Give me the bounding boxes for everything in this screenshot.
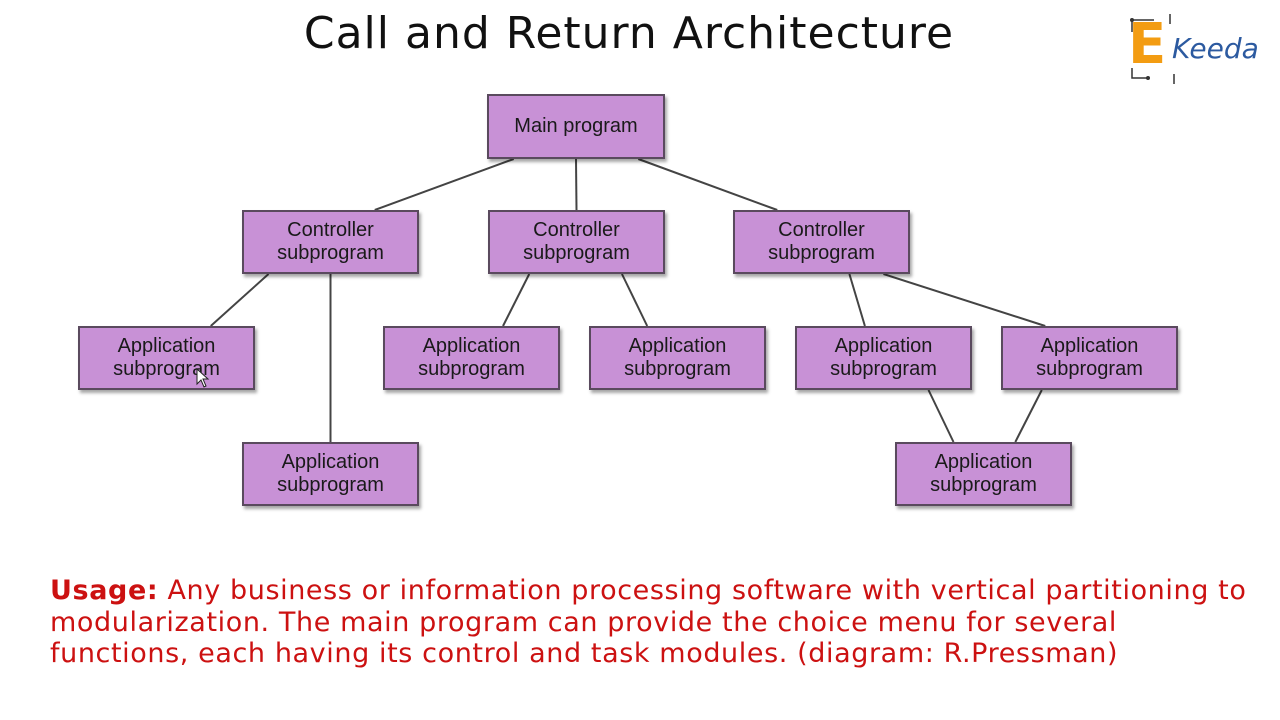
node-main-program: Main program: [487, 94, 665, 159]
slide-title: Call and Return Architecture: [303, 8, 955, 59]
ekeeda-logo: E Keeda: [1124, 10, 1274, 86]
usage-description: Usage: Any business or information proce…: [50, 575, 1260, 670]
diagram-connectors: [210, 158, 1046, 443]
connector-ctrl2-app4: [621, 273, 649, 327]
node-controller-1: Controller subprogram: [242, 210, 419, 274]
mouse-cursor-icon: [196, 368, 210, 388]
node-application-7: Application subprogram: [895, 442, 1072, 506]
connector-app6-app7: [1014, 389, 1043, 443]
connector-main-ctrl2: [575, 158, 578, 211]
logo-text: Keeda: [1172, 32, 1259, 65]
architecture-diagram: Main program Controller subprogram Contr…: [78, 94, 1178, 506]
connector-ctrl1-app1: [210, 273, 270, 327]
node-application-1: Application subprogram: [78, 326, 255, 390]
node-application-4: Application subprogram: [589, 326, 766, 390]
node-controller-3: Controller subprogram: [733, 210, 910, 274]
node-application-5: Application subprogram: [795, 326, 972, 390]
usage-text: Any business or information processing s…: [50, 575, 1247, 669]
node-application-3: Application subprogram: [383, 326, 560, 390]
node-application-6: Application subprogram: [1001, 326, 1178, 390]
connector-ctrl3-app5: [848, 273, 866, 327]
node-application-2: Application subprogram: [242, 442, 419, 506]
connector-main-ctrl3: [637, 158, 778, 211]
connector-main-ctrl1: [374, 158, 515, 211]
logo-mark: E: [1128, 12, 1167, 77]
connector-ctrl2-app3: [502, 273, 531, 327]
usage-label: Usage:: [50, 575, 159, 606]
connector-app5-app7: [927, 389, 955, 443]
circuit-logo-icon: [1130, 14, 1175, 84]
node-controller-2: Controller subprogram: [488, 210, 665, 274]
connector-ctrl3-app6: [883, 273, 1046, 327]
